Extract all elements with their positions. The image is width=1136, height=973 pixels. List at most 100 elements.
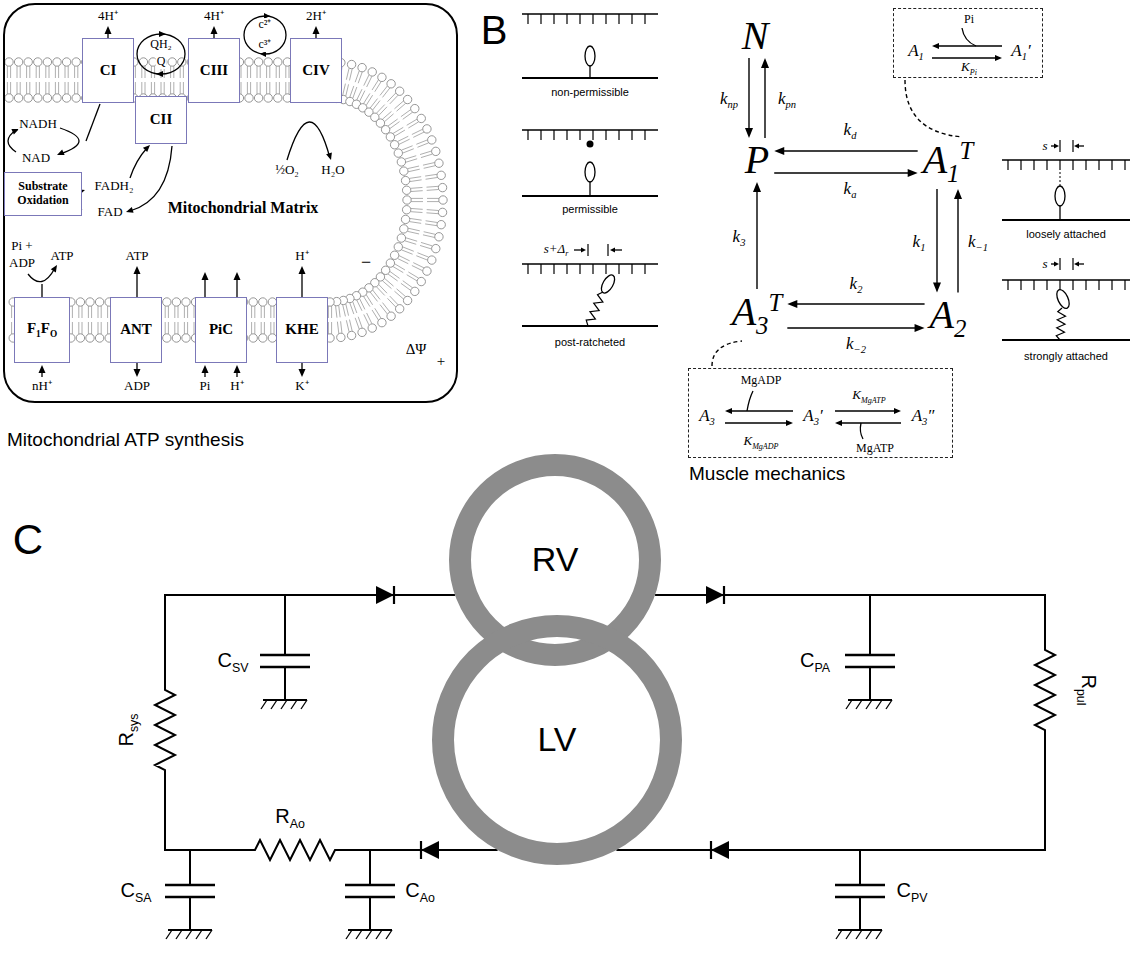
component-label: CPA <box>799 649 831 675</box>
lipid-tail <box>403 112 413 119</box>
lipid-tail <box>353 302 357 313</box>
lipid-tail <box>408 228 420 231</box>
node-text: CIII <box>200 62 228 79</box>
actin-site <box>553 14 554 24</box>
ground-hatch <box>261 700 267 709</box>
arrowhead <box>105 26 112 34</box>
lipid-tail <box>161 82 162 94</box>
lipid-tail <box>270 322 271 334</box>
lipid-tail <box>411 201 423 202</box>
arrowhead <box>211 26 218 34</box>
complex-box: CII <box>135 96 187 144</box>
lipid-tail <box>36 82 37 94</box>
text-part: 3 <box>756 312 768 339</box>
dimension-label: s <box>1041 139 1048 154</box>
lipid-tail <box>397 258 408 263</box>
node-text: A2 <box>930 295 967 342</box>
lipid-head <box>172 298 180 306</box>
lipid-tail <box>366 295 372 305</box>
state-label: A3T <box>729 291 786 339</box>
connector-line <box>782 150 917 151</box>
lipid-tail <box>408 122 418 128</box>
ground-hatch <box>376 930 382 939</box>
lipid-tail <box>77 82 78 94</box>
lipid-tail <box>45 82 46 94</box>
ground-hatch <box>866 700 872 709</box>
lipid-tail <box>26 82 27 94</box>
lipid-tail <box>427 189 439 191</box>
actin-site <box>1124 160 1125 170</box>
actin-site <box>1020 280 1021 290</box>
actin-site <box>1098 280 1099 290</box>
actin-site <box>1124 280 1125 290</box>
text-label: − <box>360 252 372 273</box>
lipid-tail <box>174 306 175 318</box>
line <box>607 244 608 256</box>
text-part: T <box>960 137 974 164</box>
lipid-head <box>378 318 386 326</box>
lipid-tail <box>426 221 438 223</box>
arrowhead <box>787 300 797 308</box>
lipid-tail <box>427 209 439 211</box>
node-text: CIV <box>302 62 330 79</box>
component-label: CSV <box>217 649 250 675</box>
ground-hatch <box>271 700 277 709</box>
connector-line <box>748 58 749 130</box>
lipid-tail <box>364 314 369 325</box>
lipid-tail <box>261 322 262 334</box>
lipid-tail <box>339 305 340 317</box>
ground-symbol <box>838 929 882 931</box>
lipid-tail <box>370 99 377 108</box>
lipid-head <box>435 233 443 241</box>
connector-line <box>957 197 958 293</box>
actin-site <box>605 130 606 140</box>
lipid-tail <box>364 93 370 103</box>
ground-hatch <box>166 930 172 939</box>
lipid-tail <box>331 322 332 334</box>
actin-site <box>1111 160 1112 170</box>
ground-hatch <box>176 930 182 939</box>
filament <box>1002 219 1130 221</box>
capacitor-lead <box>284 595 286 655</box>
lipid-tail <box>17 82 18 94</box>
lipid-tail <box>358 72 362 83</box>
lipid-head <box>5 58 13 66</box>
lipid-tail <box>82 306 83 318</box>
lipid-tail <box>107 322 108 334</box>
state-label: P <box>742 140 772 180</box>
panel-letter: B <box>480 7 509 53</box>
wire-gap <box>251 835 339 865</box>
ground-hatch <box>886 700 892 709</box>
lipid-head <box>86 334 94 342</box>
connector-line <box>764 66 765 138</box>
lipid-head <box>437 171 445 179</box>
lipid-head <box>274 58 282 66</box>
actin-site <box>618 14 619 24</box>
arrow-line <box>835 410 895 411</box>
text-part: Ao <box>420 891 435 905</box>
lipid-tail <box>417 143 428 147</box>
component-label: CSA <box>120 879 153 905</box>
arrowhead <box>908 169 918 177</box>
node-text: A1′ <box>1011 42 1030 63</box>
text-label: + <box>436 353 446 370</box>
lipid-tail <box>411 187 423 189</box>
lipid-tail <box>401 250 412 254</box>
lipid-tail <box>358 317 362 328</box>
lipid-tail <box>412 265 423 270</box>
lipid-head <box>394 243 402 251</box>
lipid-tail <box>411 208 423 210</box>
lipid-tail <box>336 306 337 318</box>
actin-site <box>527 264 528 274</box>
arrow-line <box>574 249 582 250</box>
text-label: 4H⁺ <box>97 9 119 24</box>
actin-site <box>1072 160 1073 170</box>
text-label: ADP <box>123 379 151 394</box>
lipid-tail <box>82 322 83 334</box>
lipid-tail <box>170 82 171 94</box>
lipid-head <box>249 298 257 306</box>
lipid-tail <box>328 306 329 318</box>
lipid-head <box>411 287 419 295</box>
arrowhead <box>134 266 141 274</box>
component-label: CPV <box>896 879 929 905</box>
